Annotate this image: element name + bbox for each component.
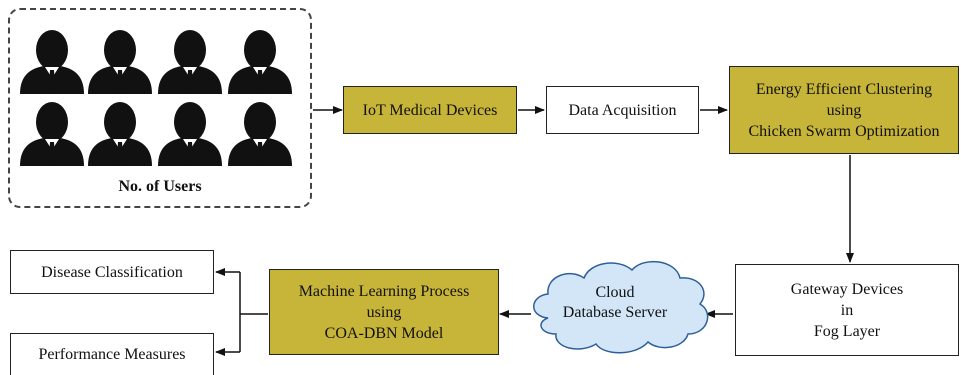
data-acquisition-node: Data Acquisition: [546, 86, 699, 134]
performance-measures-label: Performance Measures: [38, 346, 186, 363]
cloud-shape: [533, 260, 709, 354]
iot-devices-node: IoT Medical Devices: [343, 86, 517, 134]
cloud-line-2: Database Server: [562, 304, 668, 321]
cloud-node: Cloud Database Server: [515, 283, 715, 323]
users-panel: No. of Users: [8, 8, 312, 208]
gateway-line-3: Fog Layer: [813, 322, 881, 340]
disease-classification-label: Disease Classification: [41, 263, 183, 281]
cloud-line-1: Cloud: [595, 284, 635, 301]
clustering-line-1: Energy Efficient Clustering: [755, 80, 933, 98]
ml-line-3: COA-DBN Model: [324, 324, 444, 342]
disease-classification-node: Disease Classification: [10, 250, 214, 294]
data-acquisition-label: Data Acquisition: [568, 101, 677, 119]
clustering-line-2: using: [826, 101, 862, 119]
performance-measures-node: Performance Measures: [10, 333, 214, 375]
ml-line-1: Machine Learning Process: [298, 282, 470, 300]
users-label: No. of Users: [118, 178, 202, 195]
gateway-line-1: Gateway Devices: [790, 280, 904, 298]
clustering-node: Energy Efficient Clustering using Chicke…: [729, 66, 959, 154]
gateway-node: Gateway Devices in Fog Layer: [735, 264, 959, 356]
ml-process-node: Machine Learning Process using COA-DBN M…: [269, 269, 499, 355]
ml-line-2: using: [366, 303, 402, 321]
clustering-line-3: Chicken Swarm Optimization: [748, 122, 940, 140]
iot-devices-label: IoT Medical Devices: [362, 101, 498, 119]
gateway-line-2: in: [840, 301, 854, 319]
